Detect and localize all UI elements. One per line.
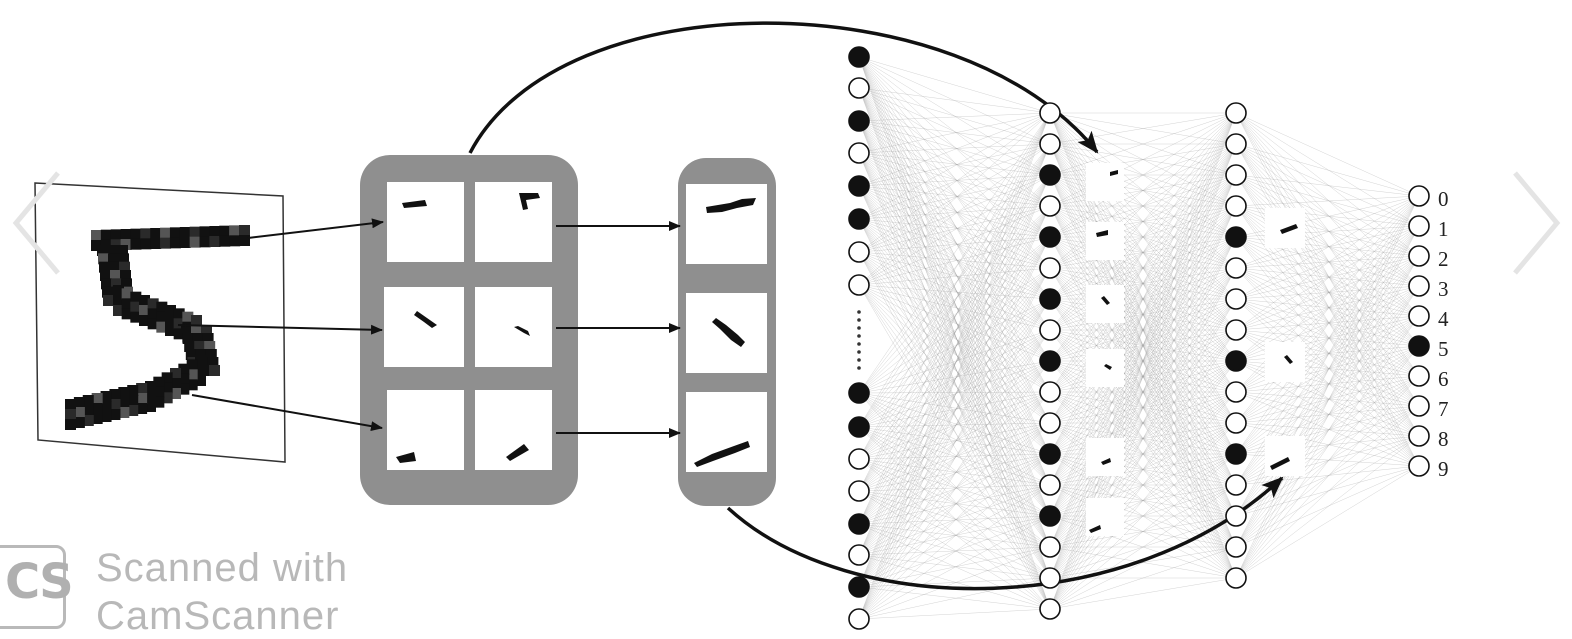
neuron: [1039, 102, 1061, 124]
output-label-9: 9: [1438, 457, 1449, 481]
neuron: [1039, 288, 1061, 310]
output-labels: 0 1 2 3 4 5 6 7 8 9: [1438, 187, 1449, 481]
neuron: [1225, 474, 1247, 496]
output-label-4: 4: [1438, 307, 1449, 331]
neuron: [1408, 275, 1430, 297]
neuron: [1408, 455, 1430, 477]
chevron-left-icon[interactable]: [8, 168, 68, 278]
neuron: [1408, 185, 1430, 207]
neuron: [1039, 164, 1061, 186]
output-label-5: 5: [1438, 337, 1449, 361]
neuron: [1039, 350, 1061, 372]
neuron: [1225, 412, 1247, 434]
neuron: [1408, 305, 1430, 327]
neuron: [848, 77, 870, 99]
output-label-1: 1: [1438, 217, 1449, 241]
layer-connections: [858, 56, 1420, 620]
neuron: [1408, 215, 1430, 237]
output-label-2: 2: [1438, 247, 1449, 271]
pooling-panel: [678, 158, 776, 506]
neuron: [1039, 443, 1061, 465]
curved-arrow-top: [468, 21, 1099, 154]
neuron: [1039, 257, 1061, 279]
neuron: [848, 416, 870, 438]
neuron-layers: [848, 46, 1430, 630]
neuron: [1225, 443, 1247, 465]
neuron: [1225, 319, 1247, 341]
neuron: [848, 480, 870, 502]
scanner-watermark: CS Scanned with CamScanner: [0, 540, 400, 638]
neuron: [1039, 536, 1061, 558]
neuron: [848, 576, 870, 598]
output-label-0: 0: [1438, 187, 1449, 211]
neuron: [848, 208, 870, 230]
curved-arrow-bottom: [726, 476, 1284, 591]
neuron: [848, 142, 870, 164]
neuron: [848, 544, 870, 566]
watermark-line-1: Scanned with: [96, 546, 349, 590]
neuron: [1225, 536, 1247, 558]
input-digit-image: [34, 182, 286, 463]
output-label-7: 7: [1438, 397, 1449, 421]
neuron: [1225, 505, 1247, 527]
neuron: [848, 608, 870, 630]
feature-to-pool-arrows: [556, 221, 681, 438]
neuron: [1408, 395, 1430, 417]
chevron-right-icon[interactable]: [1505, 168, 1565, 278]
feature-map-panel: [360, 155, 578, 505]
neuron: [848, 175, 870, 197]
hidden-layer-2-thumbnails: [1265, 208, 1305, 476]
neuron: [1039, 133, 1061, 155]
neuron: [1039, 474, 1061, 496]
neuron: [1225, 567, 1247, 589]
neuron: [1039, 195, 1061, 217]
neuron: [848, 382, 870, 404]
neuron: [1408, 365, 1430, 387]
output-label-3: 3: [1438, 277, 1449, 301]
neuron: [1408, 245, 1430, 267]
neuron: [1225, 164, 1247, 186]
neuron: [1039, 412, 1061, 434]
digit-to-feature-arrows: [177, 218, 384, 432]
camscanner-logo: CS: [0, 545, 74, 629]
hidden-layer-1-thumbnails: [1086, 163, 1124, 536]
neuron: [1408, 425, 1430, 447]
digit-five-pixels: [65, 225, 250, 430]
neuron: [1039, 505, 1061, 527]
neuron: [1225, 288, 1247, 310]
neuron: [1039, 567, 1061, 589]
neuron: [1225, 195, 1247, 217]
neuron: [848, 241, 870, 263]
neuron: [1408, 335, 1430, 357]
output-label-6: 6: [1438, 367, 1449, 391]
neuron: [1225, 350, 1247, 372]
neuron: [1225, 257, 1247, 279]
neuron: [1039, 226, 1061, 248]
hidden-layer-1: [1039, 102, 1061, 620]
neuron: [1225, 102, 1247, 124]
neuron: [848, 46, 870, 68]
neuron: [1225, 381, 1247, 403]
neuron: [1039, 319, 1061, 341]
input-layer-ellipsis: [857, 310, 861, 370]
neuron: [848, 110, 870, 132]
hidden-layer-2: [1225, 102, 1247, 589]
camscanner-logo-text: CS: [5, 554, 74, 610]
neuron: [848, 448, 870, 470]
watermark-line-2: CamScanner: [96, 594, 340, 638]
neuron: [1225, 226, 1247, 248]
output-label-8: 8: [1438, 427, 1449, 451]
input-layer: [848, 46, 870, 630]
neuron: [848, 274, 870, 296]
neuron: [848, 513, 870, 535]
neuron: [1039, 381, 1061, 403]
neuron: [1039, 598, 1061, 620]
output-layer: [1408, 185, 1430, 477]
neuron: [1225, 133, 1247, 155]
